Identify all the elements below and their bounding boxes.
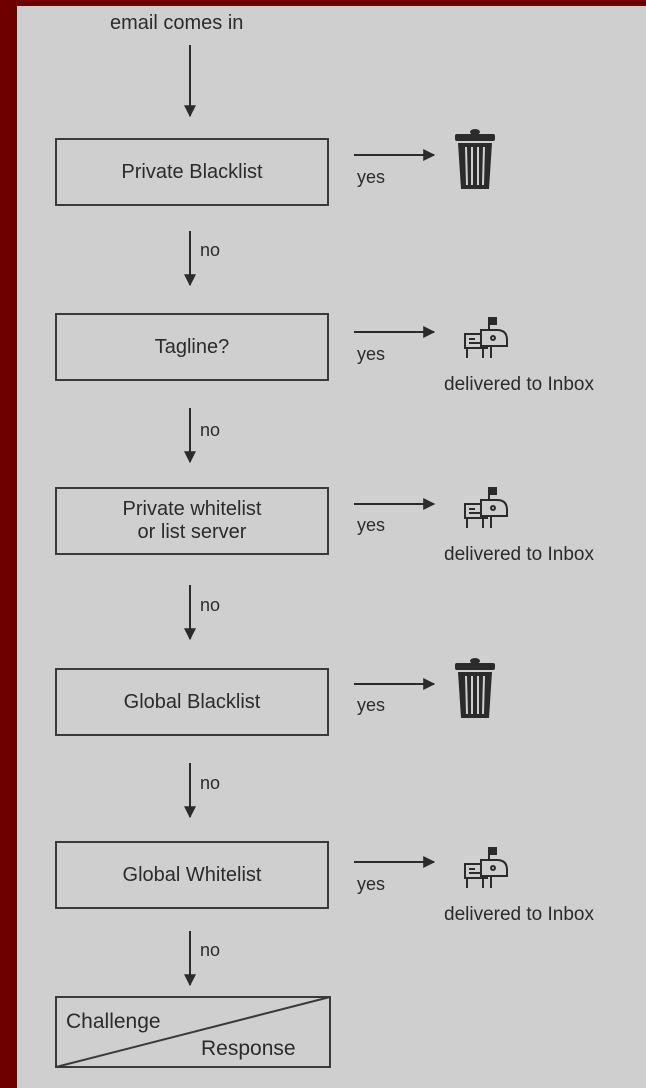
mailbox-icon <box>464 487 508 529</box>
no-label: no <box>200 773 221 793</box>
yes-label: yes <box>357 344 386 364</box>
step-global-blacklist: Global Blacklist <box>55 668 329 736</box>
step-label: Private whitelist or list server <box>122 498 262 543</box>
delivered-label: delivered to Inbox <box>444 544 594 565</box>
yes-label: yes <box>357 167 386 187</box>
challenge-label: Challenge <box>66 1010 161 1033</box>
mailbox-icon <box>464 317 508 359</box>
step-private-whitelist: Private whitelist or list server <box>55 487 329 555</box>
no-label: no <box>200 595 221 615</box>
step-label: Tagline? <box>154 335 230 358</box>
mailbox-icon <box>464 847 508 889</box>
yes-label: yes <box>357 695 386 715</box>
step-global-whitelist: Global Whitelist <box>55 841 329 909</box>
no-label: no <box>200 940 221 960</box>
yes-label: yes <box>357 515 386 535</box>
no-label: no <box>200 240 221 260</box>
step-label: Global Whitelist <box>122 863 262 886</box>
challenge-response-box <box>55 996 331 1068</box>
challenge-response-divider <box>55 996 331 1068</box>
response-label: Response <box>201 1037 296 1060</box>
delivered-label: delivered to Inbox <box>444 374 594 395</box>
step-tagline: Tagline? <box>55 313 329 381</box>
step-private-blacklist: Private Blacklist <box>55 138 329 206</box>
delivered-label: delivered to Inbox <box>444 904 594 925</box>
step-label: Global Blacklist <box>123 690 261 713</box>
step-label: Private Blacklist <box>121 160 263 183</box>
start-label: email comes in <box>110 12 244 34</box>
trash-can-icon <box>454 128 496 190</box>
no-label: no <box>200 420 221 440</box>
yes-label: yes <box>357 874 386 894</box>
trash-can-icon <box>454 657 496 719</box>
